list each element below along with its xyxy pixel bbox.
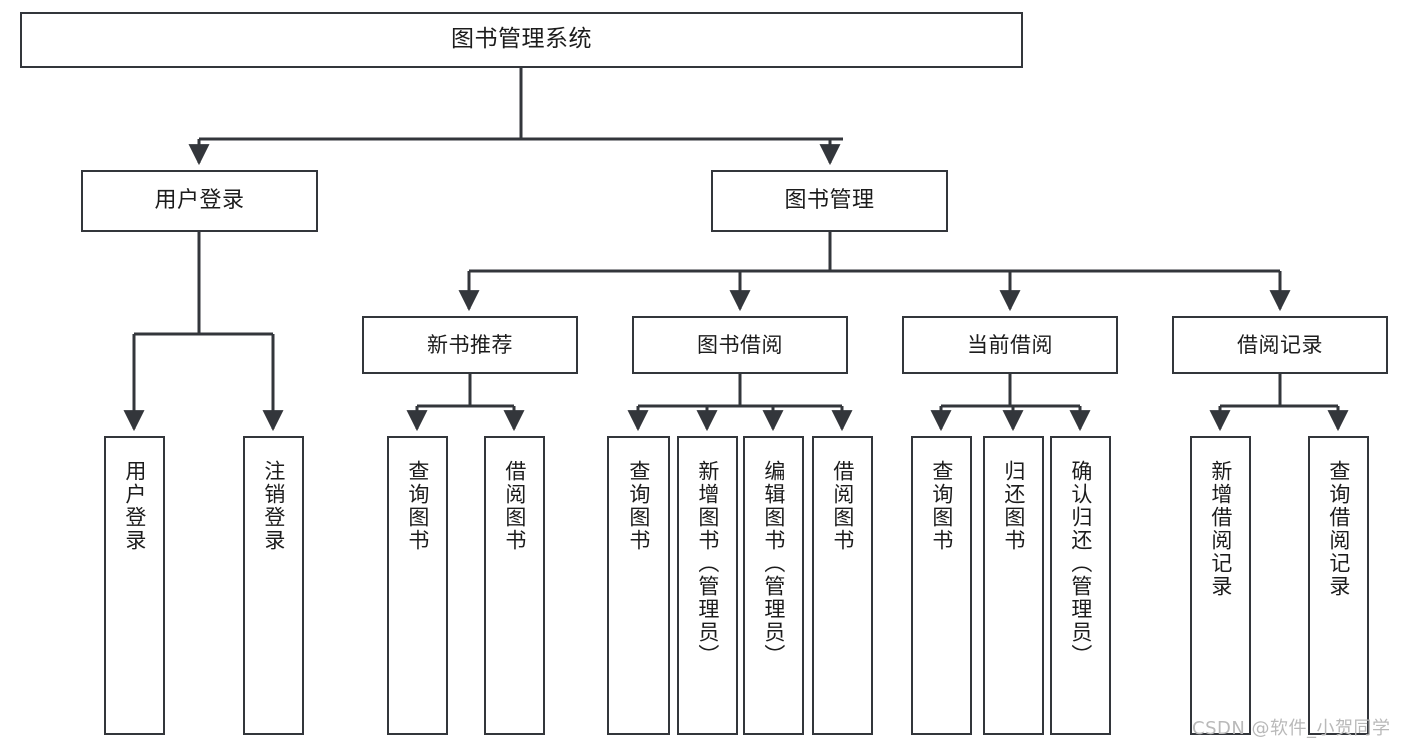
- node-label: 当前借阅: [967, 332, 1053, 357]
- node-label: 借阅记录: [1237, 332, 1323, 357]
- csdn-watermark: CSDN @软件_小贺同学: [1192, 718, 1391, 739]
- node-user-login[interactable]: 用户登录: [81, 170, 318, 232]
- node-label: 图书借阅: [697, 332, 783, 357]
- leaf-return-book[interactable]: 归还图书: [983, 436, 1044, 735]
- node-label: 用户登录: [122, 460, 147, 552]
- node-label: 确认归还（管理员）: [1068, 460, 1093, 667]
- node-root-system[interactable]: 图书管理系统: [20, 12, 1023, 68]
- node-label: 查询图书: [626, 460, 651, 552]
- leaf-query-book-newbook[interactable]: 查询图书: [387, 436, 448, 735]
- node-current-borrow[interactable]: 当前借阅: [902, 316, 1118, 374]
- leaf-edit-book-admin[interactable]: 编辑图书（管理员）: [743, 436, 804, 735]
- node-label: 注销登录: [261, 460, 286, 552]
- node-borrow-record[interactable]: 借阅记录: [1172, 316, 1388, 374]
- node-label: 借阅图书: [830, 460, 855, 552]
- node-label: 新增图书（管理员）: [695, 460, 720, 667]
- node-book-borrow[interactable]: 图书借阅: [632, 316, 848, 374]
- node-label: 查询图书: [929, 460, 954, 552]
- node-label: 图书管理: [784, 188, 875, 214]
- leaf-query-borrow-record[interactable]: 查询借阅记录: [1308, 436, 1369, 735]
- leaf-borrow-book-newbook[interactable]: 借阅图书: [484, 436, 545, 735]
- node-label: 查询借阅记录: [1326, 460, 1351, 598]
- node-label: 编辑图书（管理员）: [761, 460, 786, 667]
- node-book-management[interactable]: 图书管理: [711, 170, 948, 232]
- leaf-add-book-admin[interactable]: 新增图书（管理员）: [677, 436, 738, 735]
- leaf-add-borrow-record[interactable]: 新增借阅记录: [1190, 436, 1251, 735]
- node-label: 新增借阅记录: [1208, 460, 1233, 598]
- leaf-confirm-return-admin[interactable]: 确认归还（管理员）: [1050, 436, 1111, 735]
- leaf-logout[interactable]: 注销登录: [243, 436, 304, 735]
- node-label: 图书管理系统: [451, 26, 592, 53]
- node-label: 借阅图书: [502, 460, 527, 552]
- leaf-borrow-book[interactable]: 借阅图书: [812, 436, 873, 735]
- node-label: 归还图书: [1001, 460, 1026, 552]
- node-label: 用户登录: [154, 188, 245, 214]
- leaf-query-book-current[interactable]: 查询图书: [911, 436, 972, 735]
- node-new-book-recommend[interactable]: 新书推荐: [362, 316, 578, 374]
- node-label: 新书推荐: [427, 332, 513, 357]
- node-label: 查询图书: [405, 460, 430, 552]
- leaf-query-book-borrow[interactable]: 查询图书: [607, 436, 670, 735]
- leaf-user-login[interactable]: 用户登录: [104, 436, 165, 735]
